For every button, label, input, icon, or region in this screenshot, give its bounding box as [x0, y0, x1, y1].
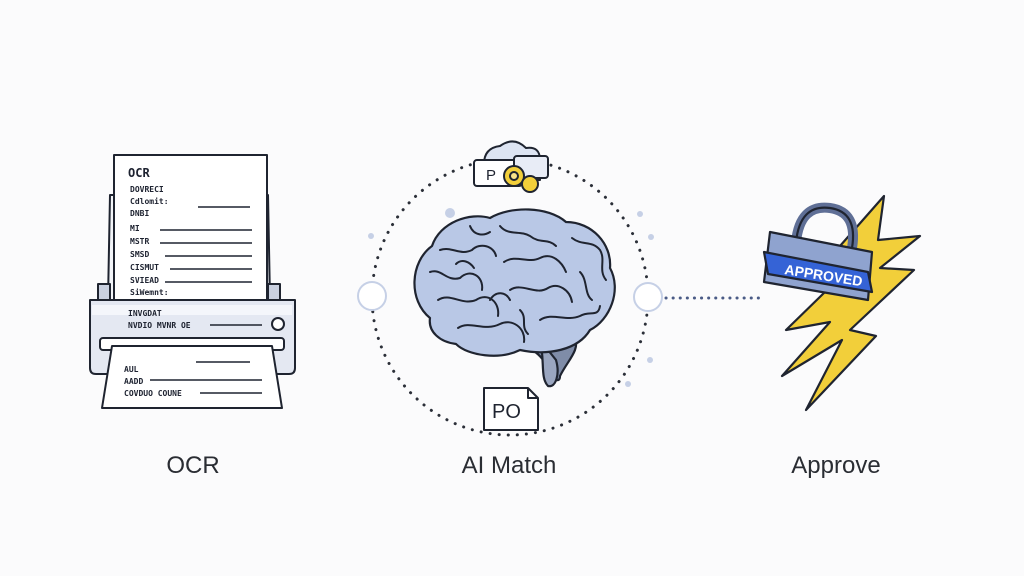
stage-label-approve: Approve [791, 452, 881, 479]
ocr-line: MSTR [130, 237, 149, 246]
ocr-line: SVIEAD [130, 276, 159, 285]
ocr-document-heading: OCR [128, 166, 150, 180]
ocr-line: DNBI [130, 209, 149, 218]
output-line: AUL [124, 365, 139, 374]
ocr-line: SiWemnt: [130, 287, 169, 297]
ocr-line: MI [130, 224, 140, 233]
ocr-line: Cdlomit: [130, 196, 169, 206]
accent-dots [368, 208, 654, 387]
ocr-document [113, 154, 268, 304]
ocr-scanner-icon: OCR DOVRECI Cdlomit: DNBI MI MSTR SMSD C… [89, 154, 296, 409]
ai-match-group: P PO [357, 140, 764, 437]
stage-label-ai-match: AI Match [461, 452, 557, 479]
po-badge-text: PO [492, 401, 521, 423]
right-node-circle [633, 282, 663, 312]
ocr-footer-line: NVDIO MVNR OE [128, 321, 191, 330]
top-document-badge: P [473, 140, 549, 193]
po-document-icon: PO [483, 387, 539, 431]
coin-icon [521, 175, 539, 193]
approve-group: APPROVED [762, 194, 922, 412]
approved-lock-icon: APPROVED [762, 202, 874, 302]
ocr-line: DOVRECI [130, 185, 164, 194]
ocr-line: SMSD [130, 250, 149, 259]
stage-label-ocr: OCR [166, 452, 220, 479]
output-line: AADD [124, 377, 143, 386]
output-line: COVDUO COUNE [124, 389, 182, 398]
ocr-line: CISMUT [130, 263, 159, 272]
ocr-line: INVGDAT [128, 309, 162, 318]
scanner-power-button [271, 317, 285, 331]
brain-icon [413, 208, 616, 388]
top-badge-text: P [486, 167, 496, 184]
left-node-circle [357, 281, 387, 311]
